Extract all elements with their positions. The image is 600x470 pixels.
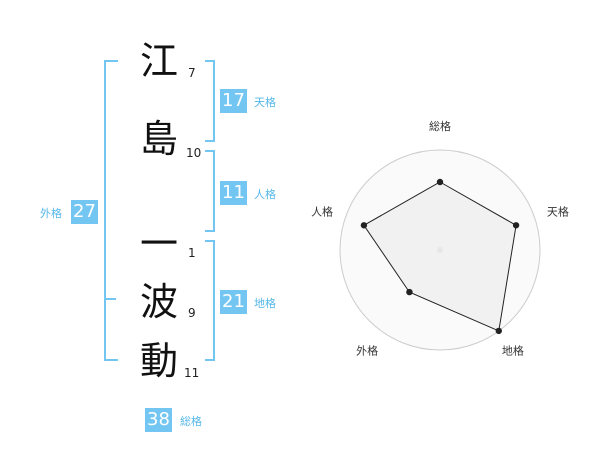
stroke-count-3: 1: [188, 246, 196, 260]
radar-point-2: [512, 222, 520, 229]
radar-point-1: [436, 178, 444, 186]
tenkaku-label: 天格: [254, 96, 276, 109]
radar-axis-label-5: 人格: [311, 205, 333, 219]
radar-point-4: [406, 288, 413, 296]
name-char-5: 動: [140, 339, 179, 383]
radar-point-3: [495, 327, 502, 335]
stroke-count-1: 7: [188, 66, 196, 80]
gaikaku-value: 27: [71, 200, 98, 224]
tenkaku-value: 17: [220, 89, 247, 113]
chikaku-value: 21: [220, 290, 247, 314]
chikaku-label: 地格: [254, 297, 276, 310]
jinkaku-value: 11: [220, 181, 247, 205]
soukaku-label: 総格: [180, 415, 202, 428]
jinkaku-bracket: [205, 150, 215, 232]
stroke-count-4: 9: [188, 306, 196, 320]
name-char-3: 一: [140, 222, 179, 266]
jinkaku-label: 人格: [254, 188, 276, 201]
radar-axis-label-3: 地格: [502, 343, 524, 357]
stroke-count-2: 10: [186, 146, 202, 160]
gaikaku-bracket-tick: [104, 298, 116, 300]
chikaku-bracket: [205, 240, 215, 361]
tenkaku-bracket: [205, 60, 215, 142]
stroke-count-5: 11: [184, 366, 200, 380]
name-char-4: 波: [140, 280, 179, 324]
gaikaku-bracket: [104, 60, 118, 361]
name-char-1: 江: [140, 39, 179, 83]
radar-point-5: [360, 222, 368, 229]
radar-axis-label-2: 天格: [547, 205, 569, 219]
radar-area: [363, 181, 517, 332]
radar-axis-label-1: 総格: [429, 119, 451, 133]
name-char-2: 島: [140, 117, 179, 161]
gaikaku-label: 外格: [40, 207, 62, 220]
radar-axis-label-4: 外格: [356, 343, 378, 357]
soukaku-value: 38: [145, 408, 172, 432]
